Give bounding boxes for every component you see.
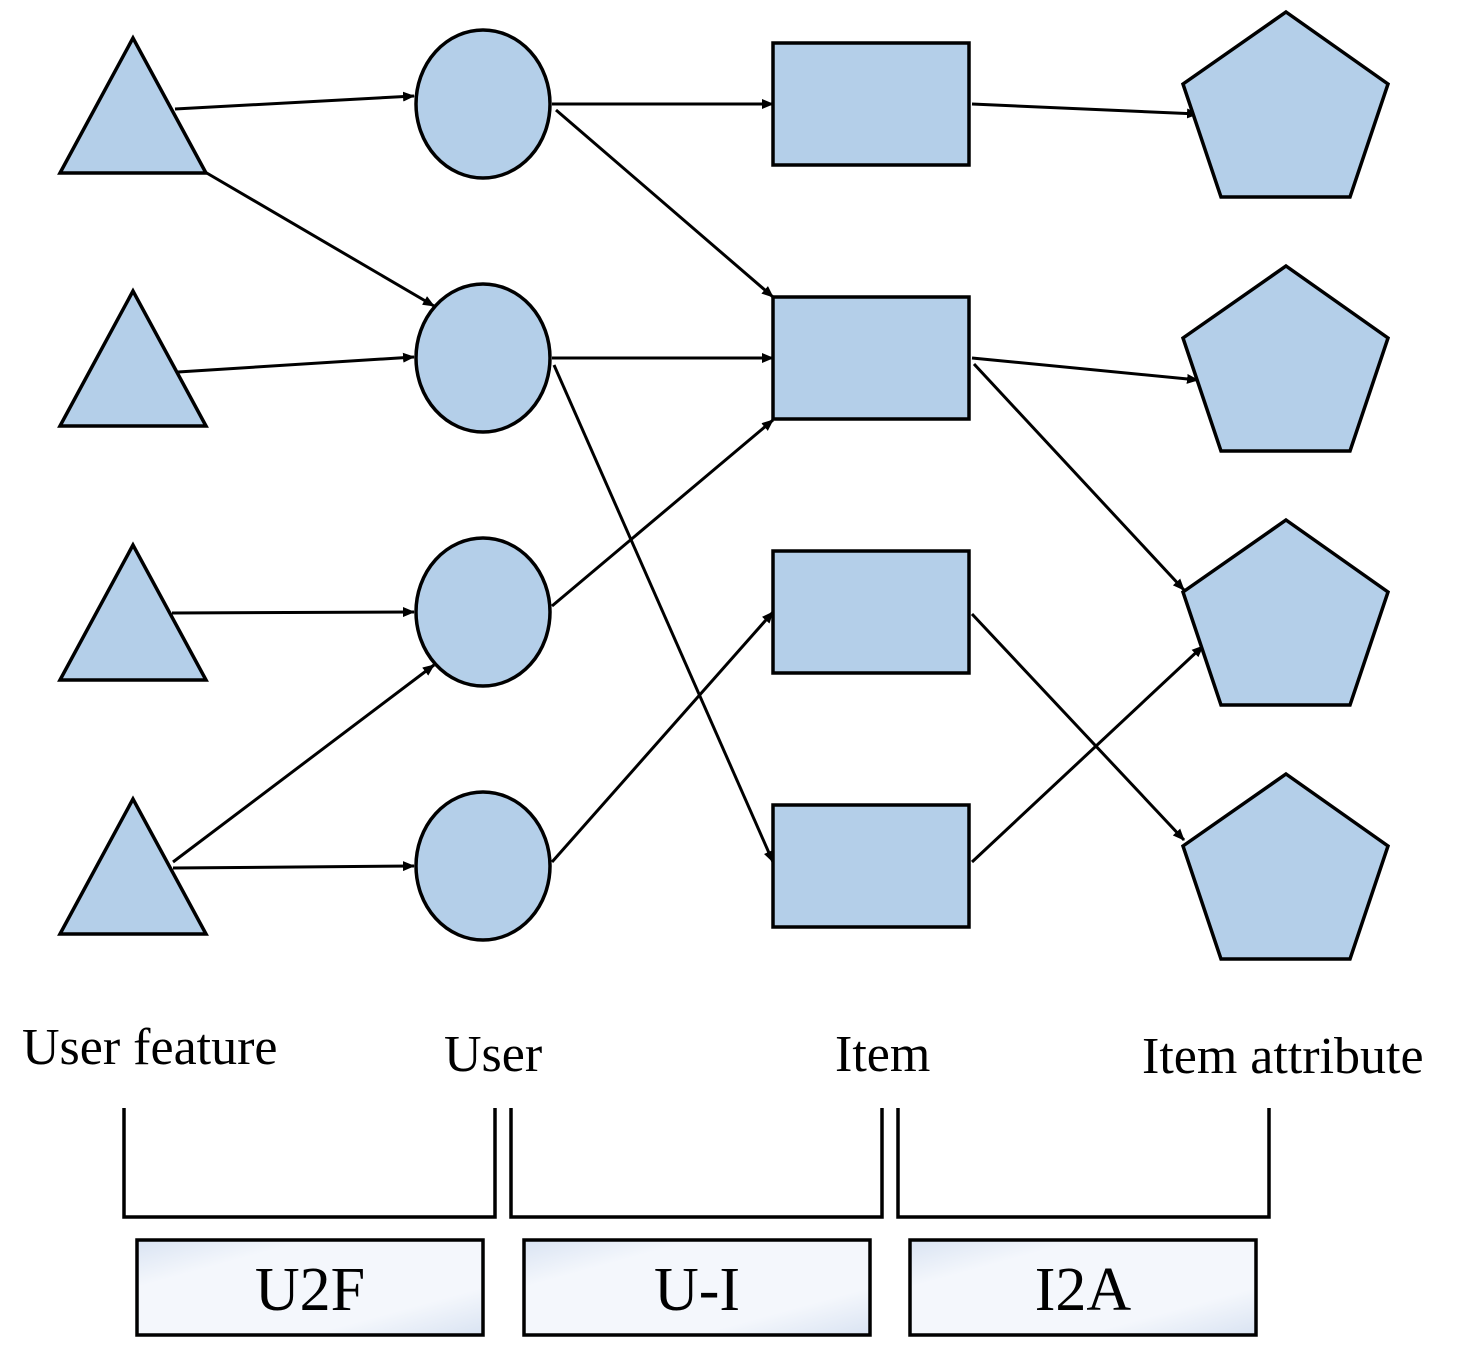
item-label: Item — [835, 1026, 930, 1083]
item-node — [771, 549, 971, 675]
item-node — [771, 803, 971, 929]
edge-arrow-f4-u3 — [172, 663, 435, 864]
user-feature-column — [57, 34, 209, 936]
edge-arrow-f3-u3 — [171, 607, 415, 618]
user-label: User — [444, 1026, 542, 1083]
edge-arrow-i2-a3 — [972, 362, 1186, 592]
edge-arrow-i1-a1 — [971, 102, 1199, 119]
user-feature-node — [57, 287, 209, 428]
bracket-i2a — [896, 1108, 1271, 1219]
edge-arrow-f1-u2 — [204, 170, 435, 308]
edge-arrow-i3-a4 — [970, 612, 1186, 842]
user-column — [414, 28, 552, 942]
edges-layer — [171, 91, 1205, 872]
item-node — [771, 295, 971, 421]
stage-brackets — [122, 1108, 1271, 1219]
edge-arrow-f4-u4 — [172, 861, 415, 872]
stage-box-u-i: U-I — [522, 1238, 872, 1337]
edge-arrow-u4-i3 — [550, 611, 775, 863]
item-attribute-column — [1180, 9, 1391, 961]
user-feature-node — [57, 795, 209, 936]
stage-label-u2f: U2F — [255, 1256, 365, 1324]
item-attribute-node — [1180, 771, 1391, 961]
edge-arrow-u3-i2 — [551, 418, 774, 608]
stage-box-i2a: I2A — [908, 1238, 1258, 1337]
edge-arrow-f1-u1 — [174, 91, 415, 111]
edge-arrow-f2-u2 — [177, 352, 415, 374]
user-node — [414, 536, 552, 688]
user-feature-label: User feature — [22, 1019, 278, 1076]
bracket-u2f — [122, 1108, 497, 1219]
stage-box-u2f: U2F — [135, 1238, 485, 1337]
edge-arrow-u1-i2 — [555, 108, 774, 299]
user-feature-node — [57, 541, 209, 682]
stage-label-u-i: U-I — [654, 1256, 740, 1324]
stage-label-i2a: I2A — [1035, 1256, 1132, 1324]
user-node — [414, 28, 552, 180]
edge-arrow-i4-a3 — [970, 644, 1205, 864]
item-attribute-node — [1180, 517, 1391, 707]
user-node — [414, 790, 552, 942]
edge-arrow-u2-i4 — [552, 364, 775, 863]
item-column — [771, 41, 971, 929]
user-feature-node — [57, 34, 209, 175]
user-node — [414, 282, 552, 434]
item-attribute-node — [1180, 9, 1391, 199]
edge-arrow-i2-a2 — [971, 356, 1199, 384]
item-attribute-node — [1180, 263, 1391, 453]
item-attribute-label: Item attribute — [1142, 1028, 1424, 1085]
bracket-u-i — [509, 1108, 884, 1219]
item-node — [771, 41, 971, 167]
